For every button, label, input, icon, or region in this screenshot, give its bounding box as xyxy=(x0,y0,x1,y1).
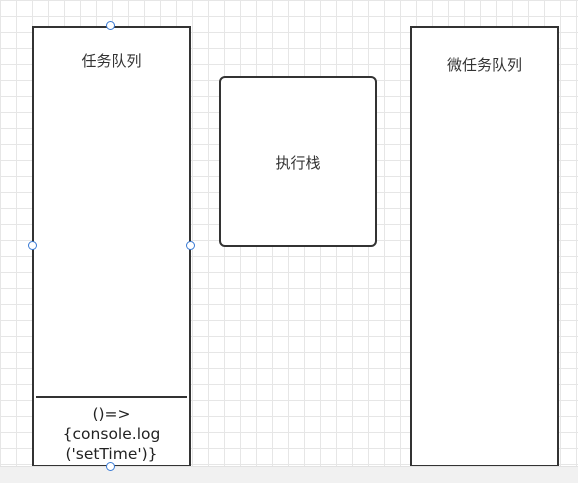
resize-handle-bottom[interactable] xyxy=(106,462,115,471)
resize-handle-top[interactable] xyxy=(106,21,115,30)
call-stack-box[interactable]: 执行栈 xyxy=(219,76,377,247)
task-queue-box[interactable]: 任务队列 ()=> {console.log ('setTime')} xyxy=(32,26,191,467)
microtask-queue-title: 微任务队列 xyxy=(446,56,522,74)
microtask-queue-box[interactable]: 微任务队列 xyxy=(410,26,559,467)
task-queue-divider xyxy=(36,396,187,398)
callback-line-3: ('setTime')} xyxy=(65,445,158,463)
callback-line-2: {console.log xyxy=(62,425,161,443)
callback-line-1: ()=> xyxy=(92,405,131,423)
settime-callback[interactable]: ()=> {console.log ('setTime')} xyxy=(34,404,189,464)
resize-handle-left[interactable] xyxy=(28,241,37,250)
task-queue-title: 任务队列 xyxy=(81,52,142,70)
call-stack-title: 执行栈 xyxy=(275,154,321,172)
diagram-canvas[interactable]: 任务队列 ()=> {console.log ('setTime')} 执行栈 … xyxy=(0,0,578,467)
horizontal-scrollbar[interactable] xyxy=(0,466,578,483)
resize-handle-right[interactable] xyxy=(186,241,195,250)
